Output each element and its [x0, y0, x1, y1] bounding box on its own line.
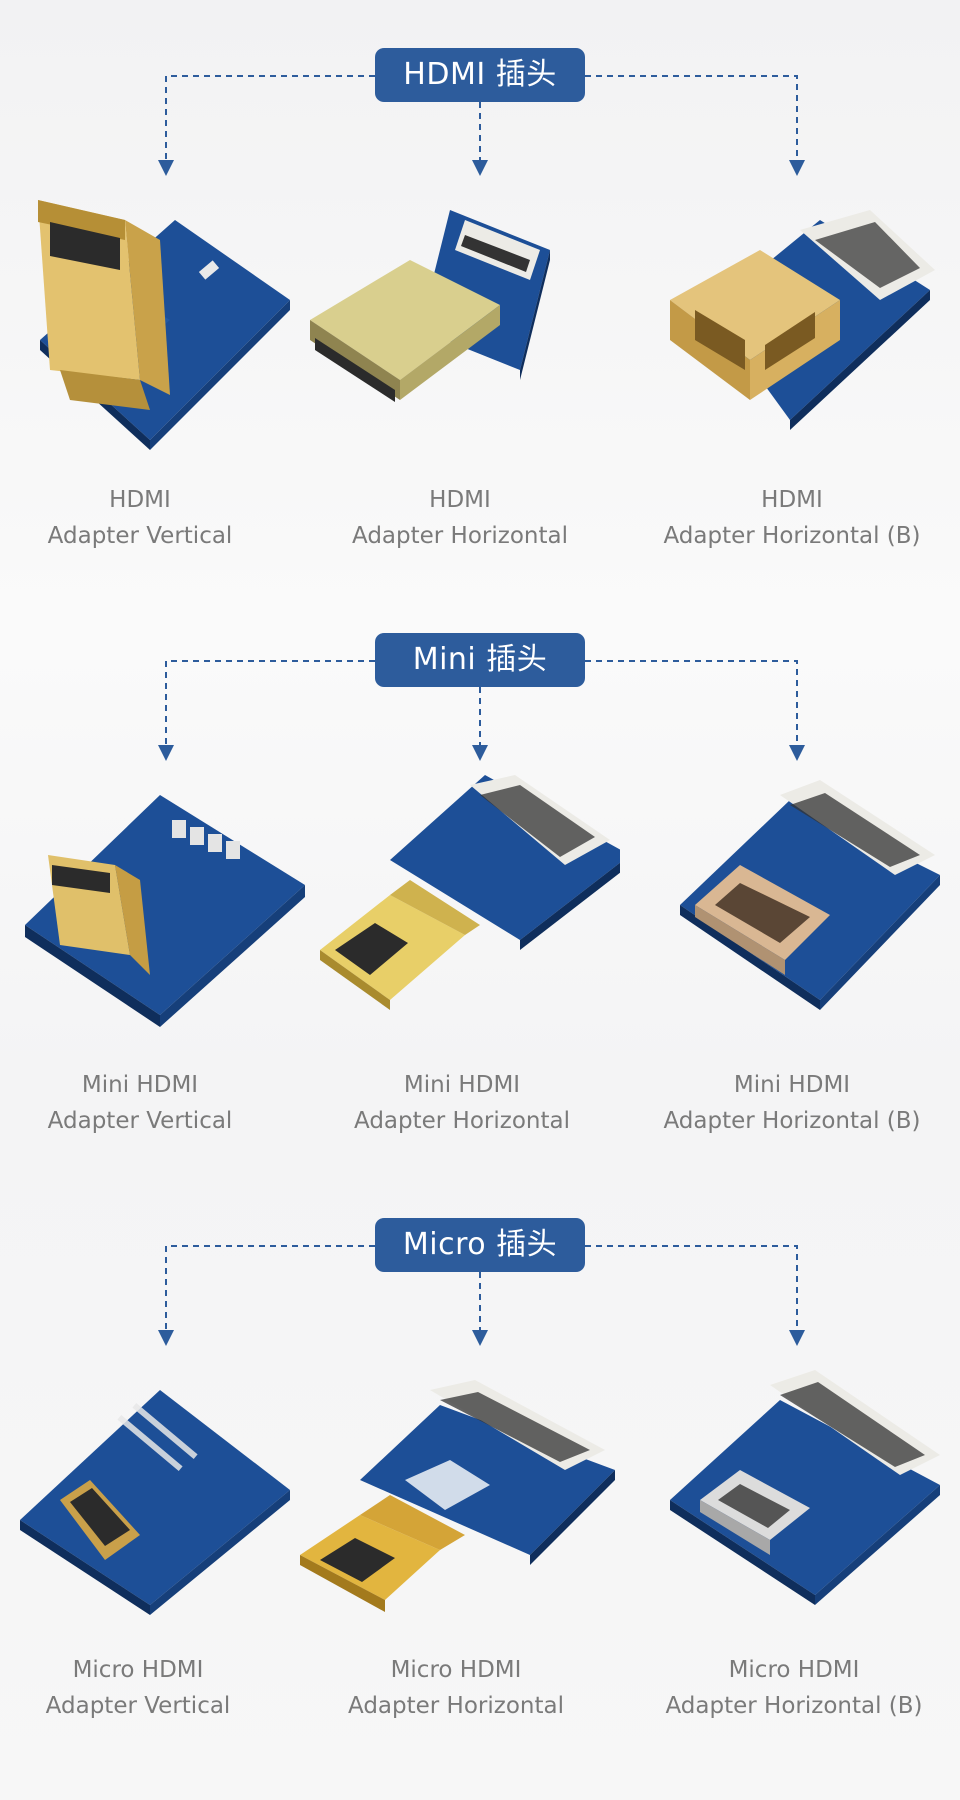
product-label-line2: Adapter Horizontal: [348, 1693, 564, 1719]
product-label-line2: Adapter Horizontal: [354, 1108, 570, 1134]
product-image-micro-horizontal-b: [640, 1350, 960, 1630]
section-micro: Micro 插头 Micro HDMI Adapter Vertical: [0, 1170, 960, 1770]
product-label-line2: Adapter Vertical: [47, 523, 233, 549]
connector-arrows: [158, 75, 805, 176]
product-image-mini-horizontal: [300, 765, 630, 1045]
product-image-mini-vertical: [0, 765, 320, 1045]
product-label-line2: Adapter Horizontal (B): [665, 1693, 923, 1719]
product-label-line1: Micro HDMI: [72, 1657, 204, 1683]
product-image-hdmi-horizontal: [300, 180, 620, 460]
product-label-line2: Adapter Horizontal (B): [663, 523, 921, 549]
product-label-line2: Adapter Vertical: [45, 1693, 231, 1719]
product-label: Micro HDMI Adapter Horizontal: [296, 1652, 616, 1724]
product-image-hdmi-vertical: [0, 180, 320, 460]
product-label: Mini HDMI Adapter Horizontal: [302, 1067, 622, 1139]
product-label-line1: Mini HDMI: [403, 1072, 521, 1098]
product-label-line1: Mini HDMI: [733, 1072, 851, 1098]
product-label-line2: Adapter Vertical: [47, 1108, 233, 1134]
product-label: Micro HDMI Adapter Vertical: [0, 1652, 298, 1724]
product-label: Micro HDMI Adapter Horizontal (B): [634, 1652, 954, 1724]
product-label-line1: Micro HDMI: [390, 1657, 522, 1683]
product-image-mini-horizontal-b: [640, 765, 960, 1045]
product-label: HDMI Adapter Horizontal (B): [632, 482, 952, 554]
product-label-line1: HDMI: [761, 487, 823, 513]
product-label: Mini HDMI Adapter Vertical: [0, 1067, 300, 1139]
product-label-line2: Adapter Horizontal: [352, 523, 568, 549]
product-label-line2: Adapter Horizontal (B): [663, 1108, 921, 1134]
section-badge: HDMI 插头: [375, 48, 585, 102]
product-image-hdmi-horizontal-b: [640, 180, 960, 460]
product-label: Mini HDMI Adapter Horizontal (B): [632, 1067, 952, 1139]
product-label-line1: HDMI: [429, 487, 491, 513]
product-label-line1: Micro HDMI: [728, 1657, 860, 1683]
product-label-line1: Mini HDMI: [81, 1072, 199, 1098]
section-mini: Mini 插头 Mini HDMI Adapter Vertical: [0, 585, 960, 1185]
section-hdmi: HDMI 插头 HDMI Adapter Vertical: [0, 0, 960, 600]
product-label-line1: HDMI: [109, 487, 171, 513]
product-image-micro-vertical: [0, 1350, 320, 1630]
product-image-micro-horizontal: [300, 1350, 620, 1630]
connector-arrows: [158, 1245, 805, 1346]
section-badge: Micro 插头: [375, 1218, 585, 1272]
product-label: HDMI Adapter Vertical: [0, 482, 300, 554]
product-label: HDMI Adapter Horizontal: [300, 482, 620, 554]
connector-arrows: [158, 660, 805, 761]
section-badge: Mini 插头: [375, 633, 585, 687]
